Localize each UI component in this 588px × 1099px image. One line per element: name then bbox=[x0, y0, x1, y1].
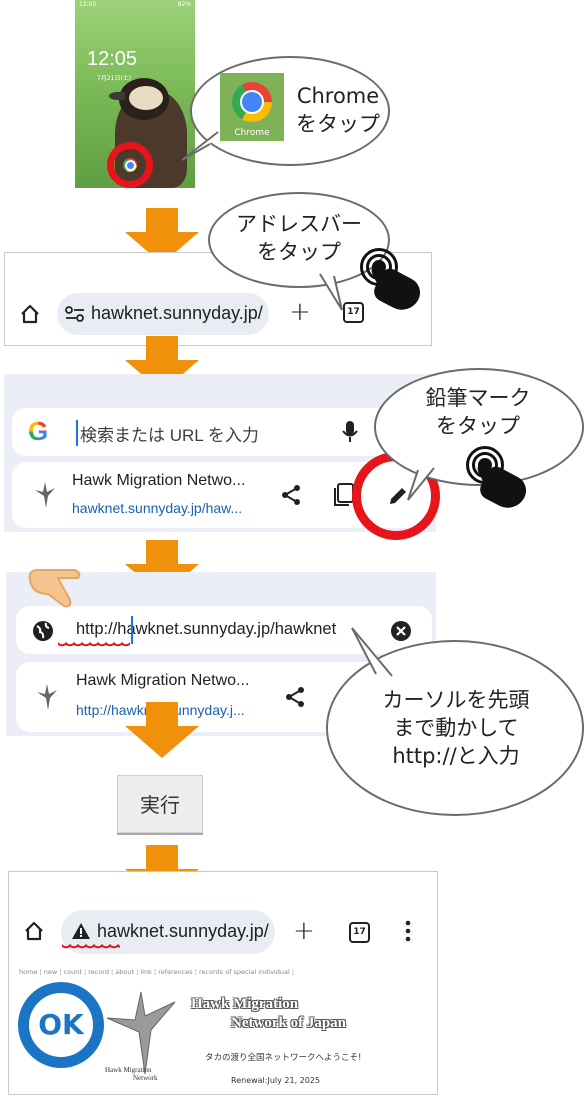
arrow-down-icon bbox=[125, 702, 199, 758]
welcome-text: タカの渡り全国ネットワークへようこそ! bbox=[205, 1053, 362, 1063]
warning-icon[interactable] bbox=[71, 922, 91, 940]
new-tab-plus-icon[interactable]: + bbox=[293, 916, 315, 946]
renewal-text: Renewal:July 21, 2025 bbox=[231, 1076, 321, 1085]
search-input-card[interactable]: G 検索または URL を入力 bbox=[12, 408, 432, 456]
bubble2-line2: をタップ bbox=[257, 240, 341, 264]
url-edit-text: http://hawknet.sunnyday.jp/hawknet bbox=[76, 620, 337, 638]
text-cursor bbox=[131, 616, 133, 644]
nav-link[interactable]: count bbox=[63, 968, 82, 976]
wavy-underline bbox=[58, 642, 130, 652]
run-button[interactable]: 実行 bbox=[117, 775, 203, 833]
bubble3-line1: 鉛筆マーク bbox=[425, 386, 531, 410]
tap-gesture-icon bbox=[462, 444, 536, 518]
pointing-hand-icon bbox=[28, 569, 81, 608]
nav-link[interactable]: references bbox=[158, 968, 193, 976]
address-bar-url: hawknet.sunnyday.jp/ bbox=[91, 303, 263, 323]
nav-link[interactable]: new bbox=[43, 968, 58, 976]
home-icon[interactable] bbox=[23, 920, 45, 942]
chrome-toolbar-screenshot: hawknet.sunnyday.jp/ + 17 bbox=[4, 252, 432, 346]
bubble3-line2: をタップ bbox=[436, 414, 520, 438]
nav-link[interactable]: home bbox=[19, 968, 38, 976]
clear-icon[interactable] bbox=[390, 620, 412, 642]
site-title-line1: Hawk Migration bbox=[191, 996, 299, 1012]
address-bar[interactable]: hawknet.sunnyday.jp/ bbox=[57, 293, 269, 335]
ok-badge: OK bbox=[18, 982, 104, 1068]
suggestion-title: Hawk Migration Netwo... bbox=[76, 672, 250, 689]
home-icon[interactable] bbox=[19, 303, 41, 325]
bubble-tail bbox=[181, 131, 219, 161]
more-vert-icon[interactable] bbox=[405, 920, 411, 942]
bubble1-line1: Chrome bbox=[296, 84, 380, 108]
status-battery: 82% bbox=[177, 1, 191, 8]
phone-lock-screen: 12:05 82% 12:05 7月21日(土) bbox=[75, 0, 195, 188]
globe-icon bbox=[33, 621, 53, 641]
lock-clock: 12:05 bbox=[87, 48, 138, 70]
share-icon[interactable] bbox=[280, 484, 302, 506]
site-title-line2: Network of Japan bbox=[231, 1015, 346, 1031]
mic-icon[interactable] bbox=[342, 420, 358, 444]
suggestion-url: hawknet.sunnyday.jp/haw... bbox=[72, 500, 243, 516]
tab-switcher-icon[interactable]: 17 bbox=[349, 922, 370, 943]
lock-date: 7月21日(土) bbox=[97, 75, 132, 82]
bubble4-line3: http://と入力 bbox=[392, 744, 520, 768]
nav-link[interactable]: link bbox=[140, 968, 152, 976]
new-tab-plus-icon[interactable]: + bbox=[289, 297, 311, 327]
hawk-favicon-icon bbox=[37, 684, 57, 710]
status-time: 12:05 bbox=[79, 1, 97, 8]
bubble4-line2: まで動かして bbox=[393, 716, 519, 740]
bubble2-line1: アドレスバー bbox=[236, 212, 362, 236]
bubble-tail bbox=[407, 467, 435, 501]
logo-text-line2: Network bbox=[133, 1074, 158, 1082]
suggestion-title: Hawk Migration Netwo... bbox=[72, 472, 246, 489]
highlight-ring bbox=[107, 142, 153, 188]
tap-gesture-icon bbox=[356, 246, 430, 320]
chrome-app-icon[interactable] bbox=[123, 158, 137, 172]
chrome-app-tile: Chrome bbox=[220, 73, 284, 141]
hawk-logo bbox=[106, 991, 176, 1075]
tab-switcher-icon[interactable]: 17 bbox=[343, 302, 364, 323]
bubble4-line1: カーソルを先頭 bbox=[382, 688, 530, 712]
speech-bubble-step2 bbox=[208, 192, 390, 288]
site-settings-icon[interactable] bbox=[65, 306, 85, 322]
search-input-placeholder: 検索または URL を入力 bbox=[80, 426, 259, 445]
share-icon[interactable] bbox=[284, 686, 306, 708]
speech-bubble-step4 bbox=[326, 640, 584, 816]
address-bar-url: hawknet.sunnyday.jp/ bbox=[97, 921, 269, 941]
nav-link[interactable]: records of special individual bbox=[198, 968, 290, 976]
bubble1-line2: をタップ bbox=[296, 112, 380, 136]
logo-text-line1: Hawk Migration bbox=[105, 1066, 152, 1074]
bubble-tail bbox=[351, 627, 393, 677]
wavy-underline bbox=[62, 944, 120, 954]
nav-link[interactable]: about bbox=[115, 968, 135, 976]
chrome-tile-label: Chrome bbox=[234, 128, 270, 138]
nav-link[interactable]: record bbox=[88, 968, 109, 976]
bubble-tail bbox=[319, 273, 343, 311]
site-nav: home ¦ new ¦ count ¦ record ¦ about ¦ li… bbox=[19, 968, 295, 976]
text-cursor bbox=[76, 420, 78, 446]
chrome-icon bbox=[232, 82, 272, 122]
hawk-favicon-icon bbox=[35, 482, 55, 508]
google-icon: G bbox=[28, 416, 49, 446]
